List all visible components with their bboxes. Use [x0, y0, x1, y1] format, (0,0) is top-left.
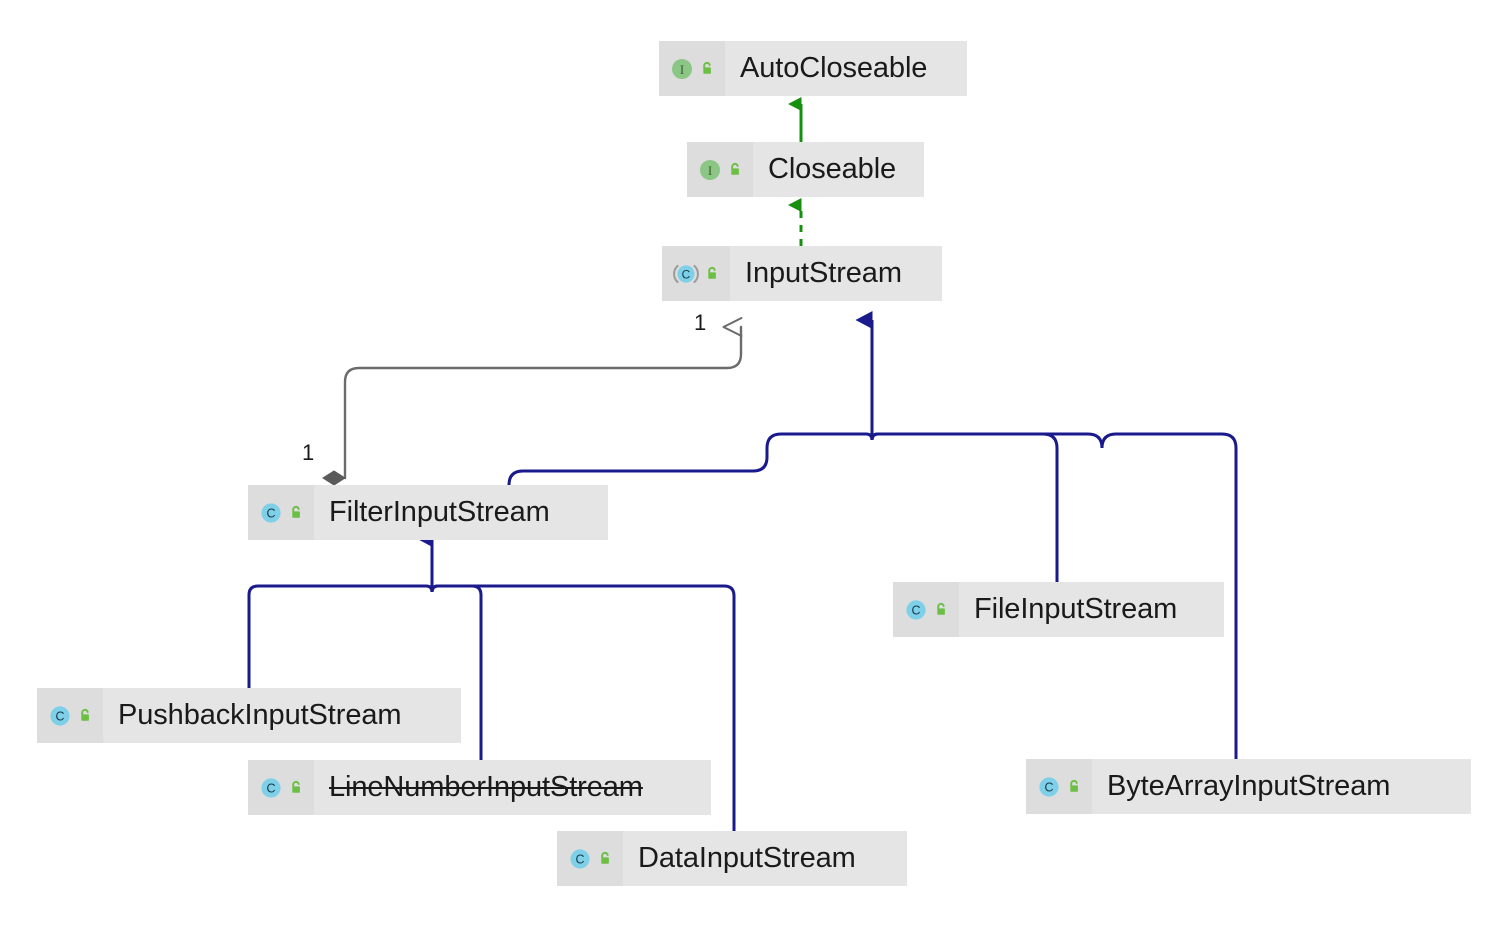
svg-text:I: I	[680, 62, 684, 77]
interface-icon: I	[670, 57, 694, 81]
unlocked-public-icon	[1065, 778, 1083, 796]
unlocked-public-icon	[76, 707, 94, 725]
node-icon-strip: C	[1026, 759, 1092, 814]
unlocked-public-icon	[726, 161, 744, 179]
class-icon: C	[568, 847, 592, 871]
abstract-class-icon: C	[673, 262, 699, 286]
multiplicity-target: 1	[694, 310, 707, 335]
node-icon-strip: C	[893, 582, 959, 637]
unlocked-public-icon	[596, 850, 614, 868]
class-node-label: LineNumberInputStream	[329, 771, 643, 803]
svg-text:C: C	[682, 267, 691, 281]
edge-datainputstream-filterinputstream	[430, 584, 736, 831]
node-icon-strip: C	[37, 688, 103, 743]
class-icon: C	[48, 704, 72, 728]
class-node-label: Closeable	[768, 153, 897, 185]
edge-filterinputstream-inputstream	[507, 432, 874, 486]
unlocked-public-icon	[287, 779, 305, 797]
unlocked-public-icon	[703, 265, 721, 283]
node-icon-strip: C	[662, 246, 730, 301]
class-icon: C	[259, 776, 283, 800]
node-icon-strip: C	[557, 831, 623, 886]
svg-text:C: C	[1044, 780, 1053, 794]
svg-text:C: C	[55, 709, 64, 723]
class-node-label: PushbackInputStream	[118, 699, 402, 731]
class-node-datainputstream[interactable]: C DataInputStream	[557, 831, 907, 886]
edge-pushbackinputstream-filterinputstream	[247, 584, 434, 688]
node-icon-strip: I	[687, 142, 753, 197]
edge-bytearrayinputstream-inputstream	[870, 432, 1238, 759]
edge-fileinputstream-inputstream	[870, 432, 1059, 582]
svg-text:C: C	[911, 603, 920, 617]
interface-icon: I	[698, 158, 722, 182]
class-node-label: InputStream	[745, 257, 902, 289]
class-node-pushbackinputstream[interactable]: C PushbackInputStream	[37, 688, 461, 743]
class-node-linenumberinputstream[interactable]: C LineNumberInputStream	[248, 760, 711, 815]
svg-text:C: C	[266, 781, 275, 795]
unlocked-public-icon	[287, 504, 305, 522]
svg-text:C: C	[575, 852, 584, 866]
edge-filterinputstream-inputstream-aggregation	[322, 317, 743, 486]
class-node-filterinputstream[interactable]: C FilterInputStream	[248, 485, 608, 540]
svg-text:C: C	[266, 506, 275, 520]
node-icon-strip: I	[659, 41, 725, 96]
class-node-label: AutoCloseable	[740, 52, 928, 84]
node-icon-strip: C	[248, 485, 314, 540]
unlocked-public-icon	[698, 60, 716, 78]
class-node-inputstream[interactable]: C InputStream	[662, 246, 942, 301]
class-icon: C	[259, 501, 283, 525]
svg-text:I: I	[708, 163, 712, 178]
class-node-bytearrayinputstream[interactable]: C ByteArrayInputStream	[1026, 759, 1471, 814]
class-node-label: DataInputStream	[638, 842, 856, 874]
class-node-closeable[interactable]: I Closeable	[687, 142, 924, 197]
class-node-label: FilterInputStream	[329, 496, 550, 528]
class-node-autocloseable[interactable]: I AutoCloseable	[659, 41, 967, 96]
class-node-label: FileInputStream	[974, 593, 1178, 625]
multiplicity-source: 1	[302, 440, 315, 465]
unlocked-public-icon	[932, 601, 950, 619]
class-icon: C	[1037, 775, 1061, 799]
class-icon: C	[904, 598, 928, 622]
node-icon-strip: C	[248, 760, 314, 815]
class-node-fileinputstream[interactable]: C FileInputStream	[893, 582, 1224, 637]
class-node-label: ByteArrayInputStream	[1107, 770, 1391, 802]
